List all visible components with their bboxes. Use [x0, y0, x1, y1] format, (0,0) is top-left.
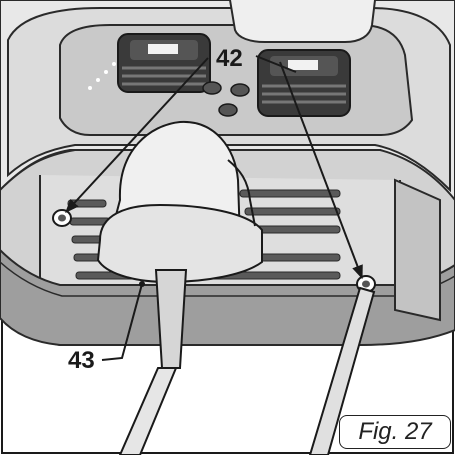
callout-arrow-top-right	[255, 55, 297, 73]
screw-left-icon	[52, 209, 72, 227]
callout-dot-left	[139, 281, 145, 287]
status-leds	[88, 62, 116, 90]
right-tool	[308, 286, 376, 455]
figure-label: Fig. 27	[339, 415, 451, 449]
control-buttons	[202, 81, 250, 117]
callout-arrow-top-left	[65, 57, 209, 214]
callout-arrow-top-right-long	[279, 61, 363, 280]
left-battery-pack	[117, 33, 211, 93]
lever-handle	[96, 120, 263, 284]
callout-label-left: 43	[68, 347, 95, 374]
left-tool	[118, 269, 188, 455]
callout-leader-left	[101, 283, 143, 361]
side-panel	[394, 178, 441, 322]
callout-label-top: 42	[216, 45, 243, 72]
right-battery-pack	[257, 49, 351, 117]
